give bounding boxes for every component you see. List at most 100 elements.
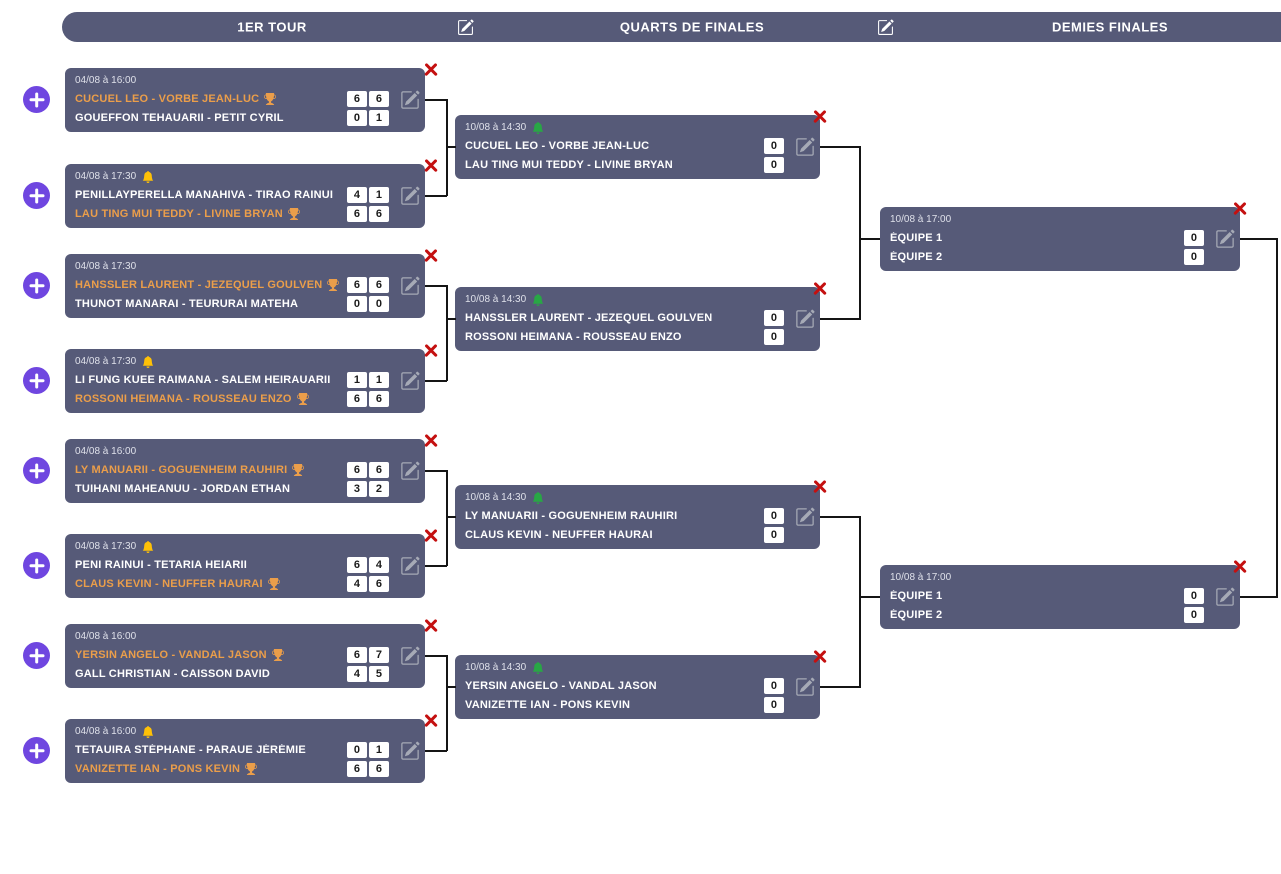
- match-datetime: 04/08 à 16:00: [75, 726, 137, 737]
- close-icon[interactable]: [423, 157, 439, 173]
- edit-icon[interactable]: [793, 675, 817, 699]
- match-datetime: 10/08 à 14:30: [465, 122, 527, 133]
- close-icon[interactable]: [423, 247, 439, 263]
- bracket-connector: [446, 655, 448, 751]
- team-name: VANIZETTE IAN - PONS KEVIN: [465, 698, 631, 711]
- bracket-connector: [820, 516, 861, 518]
- bracket-connector: [425, 195, 447, 197]
- bracket-connector: [859, 238, 880, 240]
- close-icon[interactable]: [423, 617, 439, 633]
- close-icon[interactable]: [812, 108, 828, 124]
- close-icon[interactable]: [812, 280, 828, 296]
- bracket-connector: [859, 596, 880, 598]
- close-icon[interactable]: [423, 342, 439, 358]
- edit-icon[interactable]: [455, 17, 475, 37]
- plus-icon[interactable]: [23, 182, 50, 209]
- bracket-connector: [425, 470, 447, 472]
- match-datetime: 10/08 à 14:30: [465, 492, 527, 503]
- match-datetime: 04/08 à 17:30: [75, 541, 137, 552]
- edit-icon[interactable]: [398, 459, 422, 483]
- score-box: 6: [347, 390, 367, 407]
- team-name: TUIHANI MAHEANUU - JORDAN ETHAN: [75, 482, 291, 495]
- score-box: 6: [347, 556, 367, 573]
- team-row: YERSIN ANGELO - VANDAL JASON 0: [465, 676, 812, 695]
- edit-icon[interactable]: [398, 274, 422, 298]
- close-icon[interactable]: [812, 478, 828, 494]
- plus-icon[interactable]: [23, 272, 50, 299]
- close-icon[interactable]: [812, 648, 828, 664]
- edit-icon[interactable]: [793, 135, 817, 159]
- match-datetime: 04/08 à 17:30: [75, 261, 137, 272]
- team-name: ÉQUIPE 2: [890, 250, 943, 263]
- bell-icon: [142, 540, 154, 553]
- score-box: 4: [347, 575, 367, 592]
- edit-icon[interactable]: [398, 184, 422, 208]
- score-box: 6: [347, 276, 367, 293]
- edit-icon[interactable]: [793, 505, 817, 529]
- edit-icon[interactable]: [398, 644, 422, 668]
- score-box: 4: [347, 665, 367, 682]
- edit-icon[interactable]: [1213, 585, 1237, 609]
- plus-icon[interactable]: [23, 86, 50, 113]
- score-box: 1: [369, 186, 389, 203]
- bracket-connector: [820, 146, 861, 148]
- plus-icon[interactable]: [23, 367, 50, 394]
- score-box: 0: [369, 295, 389, 312]
- close-icon[interactable]: [423, 432, 439, 448]
- bell-icon: [532, 293, 544, 306]
- edit-icon[interactable]: [1213, 227, 1237, 251]
- round-title-first-round: 1ER TOUR: [237, 19, 307, 35]
- match-card-r1-8: 04/08 à 16:00 TETAUIRA STÉPHANE - PARAUE…: [65, 719, 425, 783]
- team-row: LAU TING MUI TEDDY - LIVINE BRYAN 0: [465, 155, 812, 174]
- close-icon[interactable]: [1232, 558, 1248, 574]
- bracket-header: 1ER TOUR QUARTS DE FINALES DEMIES FINALE…: [62, 12, 1281, 42]
- close-icon[interactable]: [1232, 200, 1248, 216]
- bracket-connector: [425, 380, 447, 382]
- plus-icon[interactable]: [23, 457, 50, 484]
- bell-icon: [532, 121, 544, 134]
- score-box: 6: [347, 760, 367, 777]
- plus-icon[interactable]: [23, 552, 50, 579]
- close-icon[interactable]: [423, 527, 439, 543]
- team-name: HANSSLER LAURENT - JEZEQUEL GOULVEN: [465, 311, 713, 324]
- round-title-quarter-finals: QUARTS DE FINALES: [619, 19, 765, 35]
- team-row: ÉQUIPE 2 0: [890, 247, 1232, 266]
- score-box: 6: [347, 205, 367, 222]
- score-box: 0: [764, 677, 784, 694]
- edit-icon[interactable]: [398, 739, 422, 763]
- trophy-icon: [264, 92, 277, 105]
- bracket-connector: [820, 686, 861, 688]
- bracket-connector: [859, 146, 861, 319]
- edit-icon[interactable]: [398, 554, 422, 578]
- plus-icon[interactable]: [23, 737, 50, 764]
- edit-icon[interactable]: [398, 369, 422, 393]
- bracket-connector: [859, 516, 861, 687]
- team-name: PENILLAYPERELLA MANAHIVA - TIRAO RAINUI: [75, 188, 334, 201]
- score-box: 0: [347, 741, 367, 758]
- trophy-icon: [292, 463, 305, 476]
- close-icon[interactable]: [423, 712, 439, 728]
- team-name: PENI RAINUI - TETARIA HEIARII: [75, 558, 248, 571]
- team-name: HANSSLER LAURENT - JEZEQUEL GOULVEN: [75, 278, 323, 291]
- edit-icon[interactable]: [398, 88, 422, 112]
- edit-icon[interactable]: [875, 17, 895, 37]
- match-datetime: 04/08 à 16:00: [75, 631, 137, 642]
- score-box: 2: [369, 480, 389, 497]
- bracket-connector: [1276, 238, 1278, 598]
- score-box: 1: [369, 741, 389, 758]
- match-datetime: 10/08 à 14:30: [465, 662, 527, 673]
- match-datetime: 10/08 à 17:00: [890, 572, 952, 583]
- match-card-r1-5: 04/08 à 16:00 LY MANUARII - GOGUENHEIM R…: [65, 439, 425, 503]
- team-name: ÉQUIPE 1: [890, 589, 943, 602]
- match-datetime: 04/08 à 17:30: [75, 171, 137, 182]
- plus-icon[interactable]: [23, 642, 50, 669]
- close-icon[interactable]: [423, 61, 439, 77]
- score-box: 6: [347, 90, 367, 107]
- bell-icon: [532, 491, 544, 504]
- edit-icon[interactable]: [793, 307, 817, 331]
- bracket-connector: [446, 99, 448, 196]
